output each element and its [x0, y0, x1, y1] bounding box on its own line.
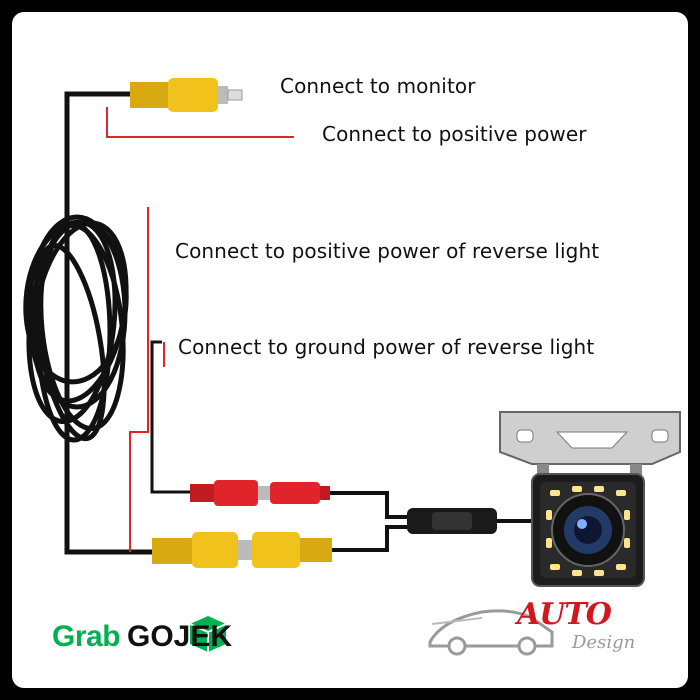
gojek-logo-text: GOJEK [127, 620, 233, 653]
reverse-positive-wire [129, 207, 149, 552]
diagram-panel: Connect to monitor Connect to positive p… [12, 12, 688, 688]
gojek-cube-icon [189, 616, 227, 652]
camera-bracket [499, 411, 681, 482]
wiring-diagram [23, 78, 681, 656]
yellow-rca-cable [332, 525, 417, 552]
label-connect-monitor: Connect to monitor [280, 74, 476, 98]
red-rca-connector [190, 480, 330, 506]
camera-leds [546, 486, 630, 576]
red-rca-cable [330, 491, 417, 519]
label-reverse-ground: Connect to ground power of reverse light [178, 335, 595, 359]
auto-design-logo: AUTO [517, 597, 612, 632]
main-black-cable [64, 91, 152, 555]
power-red-wire [106, 107, 294, 138]
car-logo-icon [428, 609, 554, 656]
label-reverse-positive: Connect to positive power of reverse lig… [175, 239, 600, 263]
label-positive-power: Connect to positive power [322, 122, 587, 146]
splitter-joint [432, 512, 472, 530]
camera-body [531, 473, 645, 587]
cable-coil [23, 214, 129, 443]
grab-logo: Grab [52, 620, 121, 653]
gojek-logo: GOJEK [127, 620, 232, 654]
auto-design-logo-subtitle: Design [572, 632, 636, 653]
monitor-rca-plug [130, 78, 243, 112]
reverse-ground-wire [150, 340, 190, 494]
yellow-rca-connector [152, 532, 332, 568]
